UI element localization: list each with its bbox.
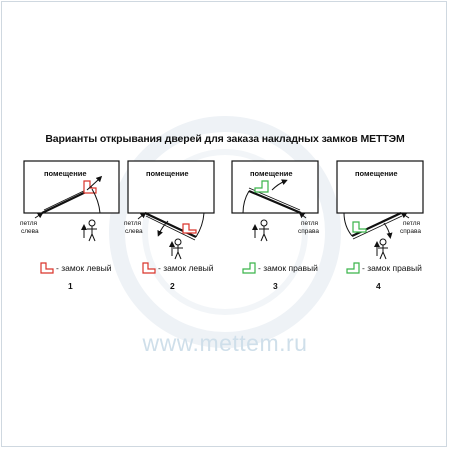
legend-item: - замок левый [142, 262, 214, 274]
hinge-label: справа [298, 228, 319, 235]
website-url: www.mettem.ru [142, 330, 308, 356]
hinge-arrow [400, 212, 410, 219]
person-icon [259, 219, 269, 242]
legend-item: - замок левый [40, 262, 112, 274]
room-rect [127, 160, 215, 214]
lock-label: - замок левый [158, 263, 214, 273]
variant-4-diagram: помещение петля справа [336, 160, 424, 260]
room-label: помещение [44, 169, 87, 178]
room-rect [336, 160, 424, 214]
variant-3-diagram: помещение петля справа [231, 160, 319, 242]
swing-arc [343, 212, 353, 237]
lock-right-icon [242, 262, 256, 274]
hinge-label: слева [125, 228, 143, 235]
swing-arc [242, 190, 250, 214]
room-label: помещение [355, 169, 398, 178]
person-icon [378, 238, 388, 260]
lock-label: - замок левый [56, 263, 112, 273]
hinge-arrow [298, 212, 307, 219]
door-leaf [248, 189, 302, 215]
lock-left-icon [40, 262, 54, 274]
variant-number: 2 [170, 281, 175, 291]
variant-number: 4 [376, 281, 381, 291]
variant-number: 3 [273, 281, 278, 291]
hinge-label: слева [21, 228, 39, 235]
swing-arc [91, 188, 101, 214]
legend-item: - замок правый [242, 262, 318, 274]
swing-arrow [157, 220, 169, 237]
variant-number: 1 [68, 281, 73, 291]
person-icon [87, 219, 97, 242]
hinge-label: петля [403, 220, 421, 227]
hinge-label: петля [124, 220, 142, 227]
person-icon [173, 238, 183, 260]
lock-icon [254, 180, 269, 193]
room-label: помещение [146, 169, 189, 178]
hinge-arrow [34, 212, 44, 219]
lock-icon [352, 221, 367, 233]
legend-item: - замок правый [346, 262, 422, 274]
lock-icon [182, 223, 197, 234]
swing-arrow [271, 179, 288, 191]
lock-left-icon [142, 262, 156, 274]
hinge-arrow [137, 212, 147, 220]
room-rect [23, 160, 120, 214]
page-title: Варианты открывания дверей для заказа на… [45, 133, 405, 145]
swing-arrow [86, 175, 103, 191]
swing-arrow [383, 222, 393, 239]
room-label: помещение [250, 169, 293, 178]
swing-arc [195, 212, 205, 238]
variant-2-diagram: помещение петля слева [124, 160, 215, 260]
variant-1-diagram: помещение петля слева [20, 160, 120, 242]
lock-label: - замок правый [362, 263, 422, 273]
hinge-label: петля [20, 220, 38, 227]
hinge-label: петля [301, 220, 319, 227]
hinge-label: справа [400, 228, 421, 235]
lock-label: - замок правый [258, 263, 318, 273]
lock-right-icon [346, 262, 360, 274]
